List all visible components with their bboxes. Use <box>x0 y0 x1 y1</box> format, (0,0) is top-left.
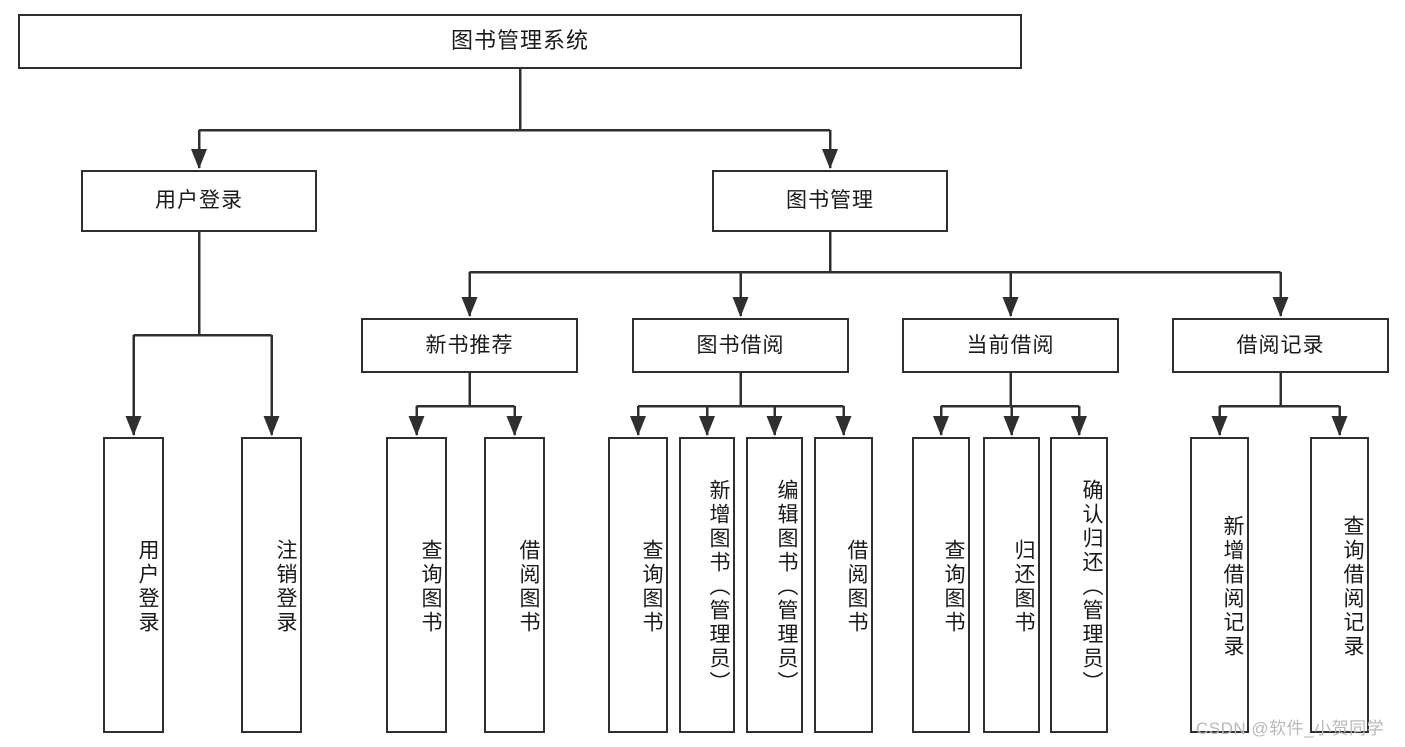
node-label: 查询图书 <box>419 539 442 635</box>
node-leaf_borrow_1[interactable]: 查询图书 <box>608 437 668 733</box>
node-root[interactable]: 图书管理系统 <box>18 14 1022 69</box>
node-label: 图书借阅 <box>696 333 785 357</box>
node-current[interactable]: 当前借阅 <box>902 318 1119 373</box>
node-label: 用户登录 <box>136 539 159 635</box>
node-leaf_rec_1[interactable]: 新增借阅记录 <box>1190 437 1249 733</box>
node-label: 借阅图书 <box>845 539 868 635</box>
node-leaf_cur_1[interactable]: 查询图书 <box>912 437 970 733</box>
node-label: 查询图书 <box>640 539 663 635</box>
node-label: 当前借阅 <box>966 333 1055 357</box>
watermark-label: CSDN @软件_小贺同学 <box>1196 719 1385 738</box>
node-leaf_borrow_3[interactable]: 编辑图书（管理员） <box>746 437 803 733</box>
node-label: 查询借阅记录 <box>1341 515 1364 659</box>
node-login[interactable]: 用户登录 <box>81 170 317 232</box>
node-leaf_new_1[interactable]: 查询图书 <box>386 437 447 733</box>
node-leaf_login_1[interactable]: 用户登录 <box>103 437 164 733</box>
node-label: 图书管理系统 <box>450 28 589 54</box>
node-leaf_new_2[interactable]: 借阅图书 <box>484 437 545 733</box>
node-label: 新增借阅记录 <box>1221 515 1244 659</box>
node-leaf_rec_2[interactable]: 查询借阅记录 <box>1310 437 1369 733</box>
node-label: 借阅记录 <box>1236 333 1325 357</box>
node-label: 用户登录 <box>155 189 243 213</box>
node-label: 编辑图书（管理员） <box>775 479 798 695</box>
node-label: 确认归还（管理员） <box>1080 479 1103 695</box>
node-leaf_cur_2[interactable]: 归还图书 <box>983 437 1040 733</box>
node-label: 归还图书 <box>1012 539 1035 635</box>
node-label: 图书管理 <box>786 189 874 213</box>
node-label: 查询图书 <box>942 539 965 635</box>
node-borrow[interactable]: 图书借阅 <box>632 318 849 373</box>
node-bookmgmt[interactable]: 图书管理 <box>712 170 948 232</box>
node-label: 新书推荐 <box>425 333 514 357</box>
node-label: 借阅图书 <box>517 539 540 635</box>
node-leaf_borrow_4[interactable]: 借阅图书 <box>814 437 873 733</box>
node-leaf_borrow_2[interactable]: 新增图书（管理员） <box>679 437 735 733</box>
node-newbook[interactable]: 新书推荐 <box>361 318 578 373</box>
node-label: 新增图书（管理员） <box>707 479 730 695</box>
node-leaf_cur_3[interactable]: 确认归还（管理员） <box>1050 437 1108 733</box>
node-records[interactable]: 借阅记录 <box>1172 318 1389 373</box>
node-label: 注销登录 <box>274 539 297 635</box>
node-leaf_login_2[interactable]: 注销登录 <box>241 437 302 733</box>
